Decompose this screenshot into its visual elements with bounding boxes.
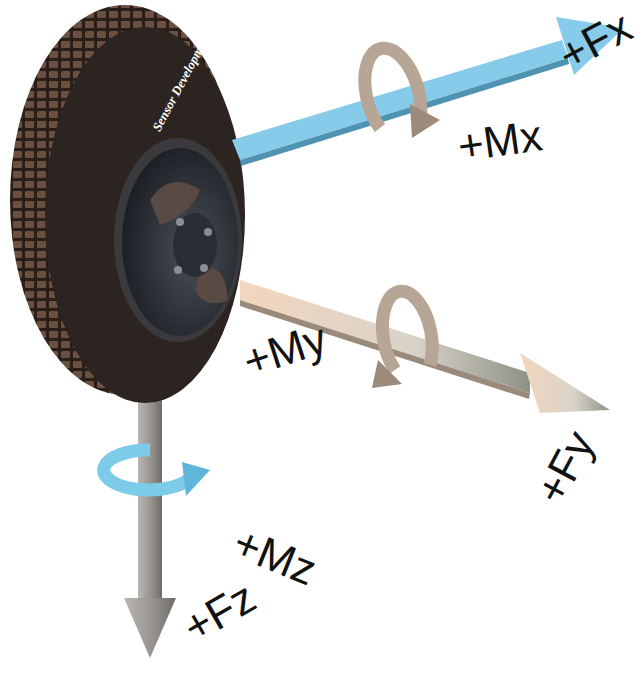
- moment-label: +My: [238, 316, 332, 384]
- force-label: +Fy: [528, 424, 602, 511]
- mx-ring: [365, 48, 440, 138]
- moment-label: +Mx: [455, 113, 545, 168]
- force-label: +Fz: [176, 575, 263, 650]
- mz-ring: [104, 450, 210, 496]
- fz-arrow: [124, 390, 176, 658]
- my-ring: [372, 291, 432, 388]
- tire: [10, 5, 245, 403]
- force-label: +Fx: [552, 4, 639, 78]
